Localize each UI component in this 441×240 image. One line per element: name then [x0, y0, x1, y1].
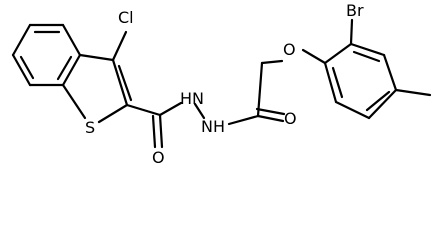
bond [125, 103, 162, 117]
bond [382, 53, 398, 92]
bond [61, 23, 82, 57]
benzene-ring-right [323, 42, 398, 120]
atom-label-chlorine: Cl [118, 8, 134, 27]
bond [61, 83, 87, 120]
double-bond-inner [56, 55, 73, 81]
bond [97, 103, 129, 124]
bond-c-n [158, 101, 183, 117]
atom-label-nh-right: NH [201, 117, 225, 136]
atom-label-oxygen-amide-left: O [152, 148, 165, 167]
benzene-ring-left [11, 23, 82, 87]
atom-label-sulfur: S [85, 118, 95, 137]
double-bond-inner [19, 55, 35, 80]
atom-label-oxygen-ether: O [283, 40, 296, 59]
bond [323, 61, 338, 104]
bond [111, 58, 129, 107]
bond [334, 100, 371, 120]
double-bond-co [255, 107, 286, 116]
molecule-structure-diagram: Cl Br S O HN NH O O [11, 1, 432, 167]
bond [367, 88, 398, 120]
bond-n-n [193, 102, 206, 120]
bond-c-o [260, 59, 284, 65]
bond [11, 23, 32, 57]
double-bond-inner [365, 90, 391, 112]
atom-label-nh-left: HN [180, 89, 204, 108]
bond [11, 53, 32, 87]
bond-o-c [301, 48, 327, 65]
bond [323, 42, 353, 65]
double-bond-co [158, 113, 164, 149]
double-bond-inner [331, 66, 344, 99]
bond [61, 53, 82, 87]
double-bond-co [151, 114, 157, 149]
double-bond-co [256, 114, 285, 123]
atom-label-bromine: Br [346, 1, 364, 20]
bond-n-c [227, 114, 260, 126]
double-bond-inner [117, 64, 133, 102]
bond-c-cl [111, 30, 128, 62]
thiophene-ring [61, 53, 133, 124]
bond [349, 42, 386, 57]
bond [78, 53, 115, 62]
bond [256, 61, 264, 118]
bond-c-methyl [394, 88, 432, 97]
double-bond-inner [352, 50, 381, 63]
bond-c-br [349, 18, 354, 46]
atom-label-oxygen-amide-right: O [284, 109, 297, 128]
